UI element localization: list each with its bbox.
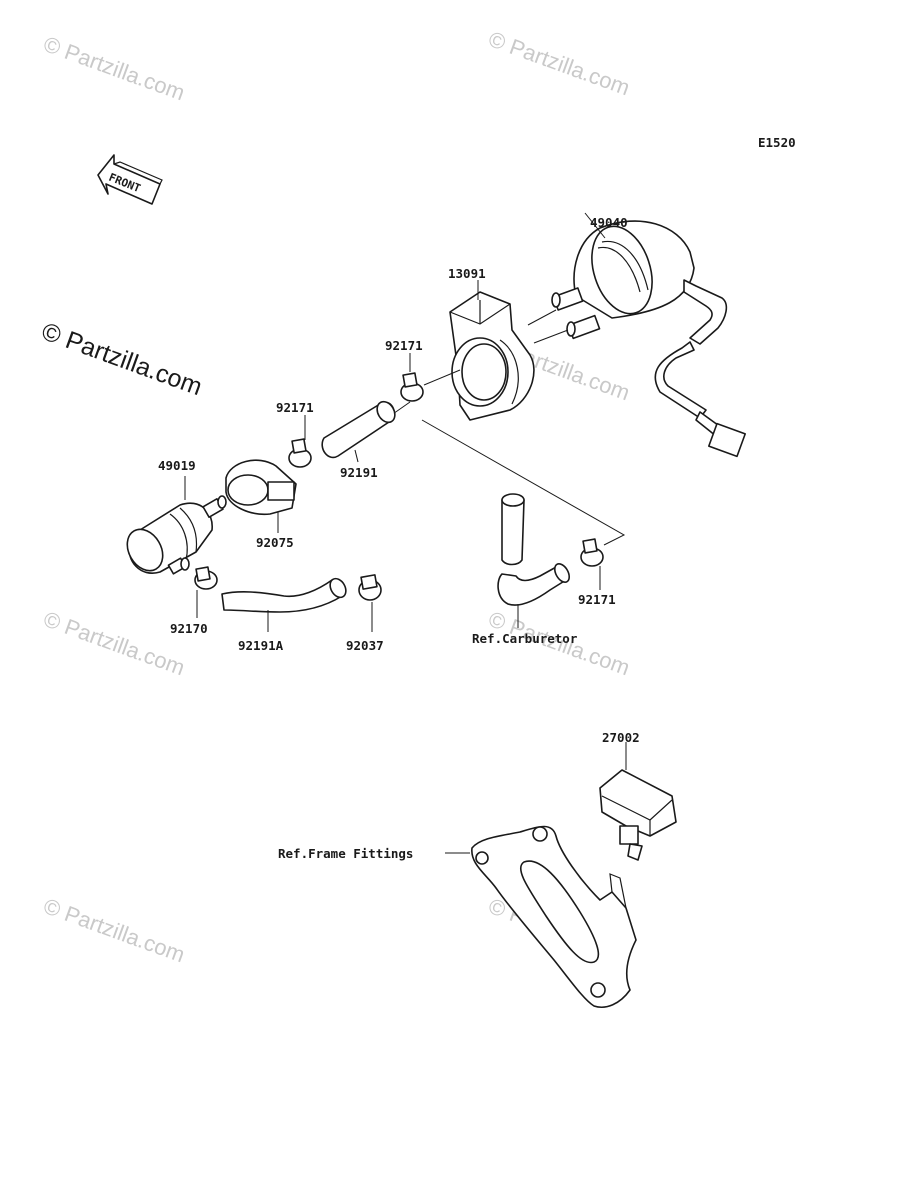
watermark: © Partzilla.com <box>40 606 188 680</box>
label-92191: 92191 <box>340 465 378 480</box>
watermark: © Partzilla.com <box>40 31 188 105</box>
filter-holder-part[interactable] <box>225 459 297 516</box>
clamp-hose-end-part[interactable] <box>358 574 382 601</box>
diagram-code: E1520 <box>758 135 796 150</box>
carburetor-hose-part[interactable] <box>497 493 572 606</box>
clamp-filter-part[interactable] <box>194 566 218 590</box>
pump-bracket-part[interactable] <box>449 291 535 421</box>
ref-frame-fittings: Ref.Frame Fittings <box>278 846 413 861</box>
clamp-upper-part[interactable] <box>400 372 424 402</box>
front-arrow-icon: FRONT <box>97 154 163 205</box>
label-92170: 92170 <box>170 621 208 636</box>
watermark-main: © Partzilla.com <box>38 317 206 401</box>
watermark: © Partzilla.com <box>40 893 188 967</box>
relay-part[interactable] <box>599 769 677 861</box>
label-27002: 27002 <box>602 730 640 745</box>
hose-a-part[interactable] <box>221 576 349 613</box>
label-92191A: 92191A <box>238 638 284 653</box>
hose-part[interactable] <box>321 398 398 459</box>
clamp-middle-part[interactable] <box>288 438 312 468</box>
frame-bracket-part[interactable] <box>471 825 637 1008</box>
label-92171-middle: 92171 <box>276 400 314 415</box>
ref-carburetor: Ref.Carburetor <box>472 631 578 646</box>
fuel-filter-part[interactable] <box>120 495 227 577</box>
label-92037: 92037 <box>346 638 384 653</box>
clamp-carb-part[interactable] <box>580 538 604 567</box>
label-49019: 49019 <box>158 458 196 473</box>
fuel-pump-part[interactable] <box>551 219 746 458</box>
label-49040: 49040 <box>590 215 628 230</box>
label-92171-carb: 92171 <box>578 592 616 607</box>
label-92171-upper: 92171 <box>385 338 423 353</box>
watermark: © Partzilla.com <box>485 26 633 100</box>
label-92075: 92075 <box>256 535 294 550</box>
label-13091: 13091 <box>448 266 486 281</box>
